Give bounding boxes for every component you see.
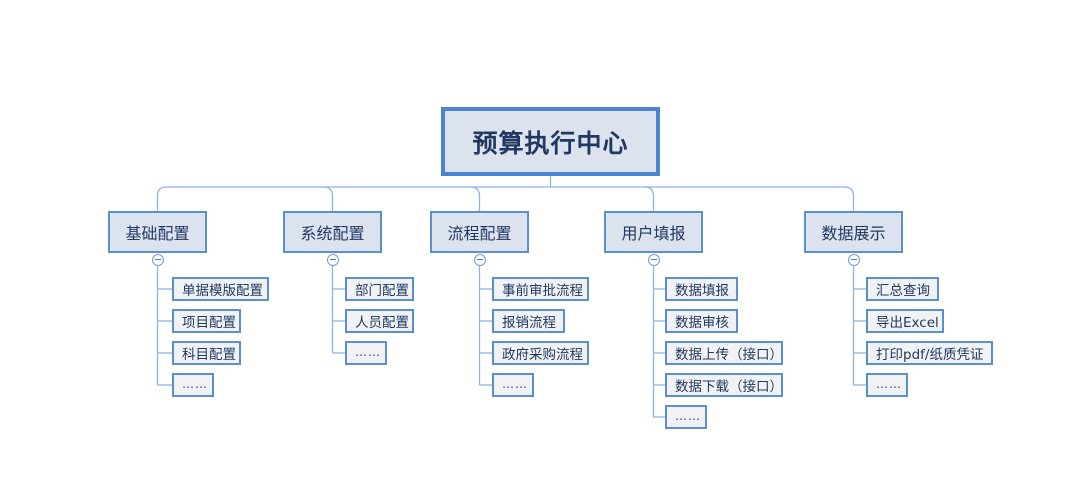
- leaf-node-人员配置[interactable]: 人员配置: [345, 309, 414, 333]
- branch-node-数据展示[interactable]: 数据展示: [804, 211, 903, 253]
- leaf-node-打印pdf-纸质凭证[interactable]: 打印pdf/纸质凭证: [866, 341, 993, 365]
- leaf-node-单据模版配置[interactable]: 单据模版配置: [172, 277, 269, 301]
- leaf-node-node[interactable]: ……: [665, 405, 707, 429]
- leaf-node-数据填报[interactable]: 数据填报: [665, 277, 738, 301]
- leaf-node-报销流程[interactable]: 报销流程: [492, 309, 565, 333]
- leaf-node-政府采购流程[interactable]: 政府采购流程: [492, 341, 589, 365]
- leaf-node-事前审批流程[interactable]: 事前审批流程: [492, 277, 589, 301]
- leaf-node-node[interactable]: ……: [492, 373, 534, 397]
- collapse-toggle-icon-基础配置[interactable]: [151, 254, 164, 266]
- branch-node-流程配置[interactable]: 流程配置: [430, 211, 529, 253]
- connector: [156, 186, 855, 211]
- collapse-toggle-icon-流程配置[interactable]: [473, 254, 486, 266]
- connector: [644, 186, 655, 211]
- leaf-node-数据审核[interactable]: 数据审核: [665, 309, 738, 333]
- collapse-toggle-icon-系统配置[interactable]: [326, 254, 339, 266]
- leaf-node-科目配置[interactable]: 科目配置: [172, 341, 241, 365]
- connector: [323, 186, 334, 211]
- connector: [470, 186, 481, 211]
- collapse-toggle-icon-数据展示[interactable]: [847, 254, 860, 266]
- leaf-node-node[interactable]: ……: [866, 373, 908, 397]
- collapse-toggle-icon-用户填报[interactable]: [647, 254, 660, 266]
- leaf-node-node[interactable]: ……: [172, 373, 214, 397]
- leaf-node-部门配置[interactable]: 部门配置: [345, 277, 414, 301]
- leaf-node-数据下载-接口[interactable]: 数据下载（接口）: [665, 373, 783, 397]
- branch-node-系统配置[interactable]: 系统配置: [283, 211, 382, 253]
- leaf-node-导出Excel[interactable]: 导出Excel: [866, 309, 944, 333]
- leaf-node-项目配置[interactable]: 项目配置: [172, 309, 241, 333]
- leaf-node-node[interactable]: ……: [345, 341, 387, 365]
- leaf-node-数据上传-接口[interactable]: 数据上传（接口）: [665, 341, 783, 365]
- root-node-预算执行中心[interactable]: 预算执行中心: [441, 107, 660, 176]
- branch-node-用户填报[interactable]: 用户填报: [604, 211, 703, 253]
- branch-node-基础配置[interactable]: 基础配置: [108, 211, 207, 253]
- leaf-node-汇总查询[interactable]: 汇总查询: [866, 277, 939, 301]
